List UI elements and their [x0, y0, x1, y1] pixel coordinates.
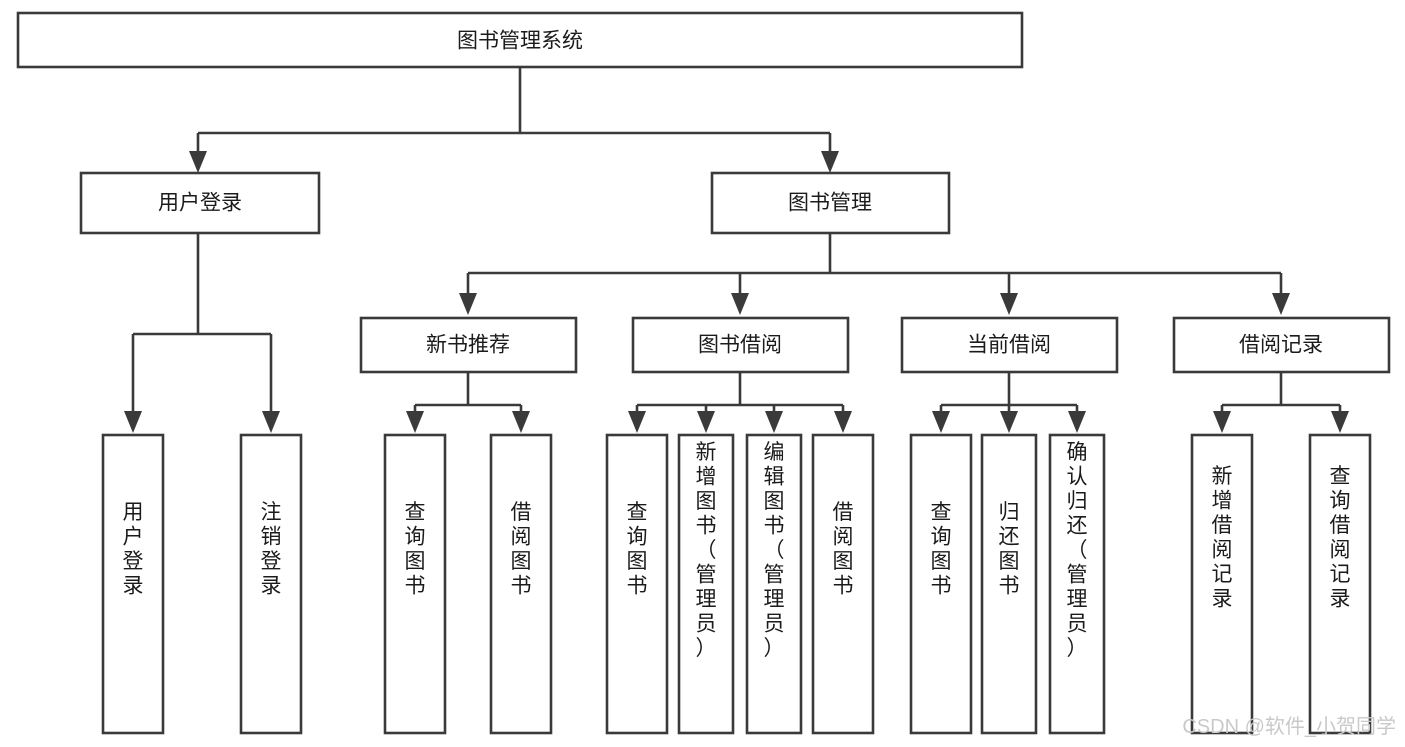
arrowhead-leaf-add-book — [697, 411, 715, 433]
leaf-user-login-label: 用户登录 — [123, 501, 144, 598]
leaf-borrow-book-2-label: 借阅图书 — [833, 501, 854, 598]
node-book-manage-box[interactable] — [710, 171, 951, 235]
leaf-node-add-book[interactable]: 新增图书（管理员） — [677, 433, 735, 735]
leaf-query-record-box[interactable] — [1308, 433, 1372, 735]
leaf-node-edit-book[interactable]: 编辑图书（管理员） — [745, 433, 803, 735]
leaf-add-record-label: 新增借阅记录 — [1212, 465, 1233, 611]
leaf-node-user-login[interactable]: 用户登录 — [101, 433, 165, 735]
leaf-borrow-book-1-box[interactable] — [489, 433, 553, 735]
node-book-borrow[interactable]: 图书借阅 — [631, 316, 850, 374]
leaf-node-query-book-3[interactable]: 查询图书 — [909, 433, 973, 735]
arrowhead-leaf-query-book-3 — [932, 411, 950, 433]
connector-layer — [124, 67, 1349, 433]
leaf-query-book-3-label: 查询图书 — [931, 501, 952, 598]
leaf-node-add-record[interactable]: 新增借阅记录 — [1190, 433, 1254, 735]
leaf-edit-book-label: 编辑图书（管理员） — [764, 441, 785, 660]
leaf-add-book-label: 新增图书（管理员） — [696, 441, 717, 660]
leaf-logout-box[interactable] — [239, 433, 303, 735]
arrowhead-new-book-recommend — [459, 293, 477, 315]
node-borrow-record-box[interactable] — [1172, 316, 1391, 374]
arrowhead-borrow-record — [1272, 293, 1290, 315]
leaf-node-borrow-book-1[interactable]: 借阅图书 — [489, 433, 553, 735]
leaf-query-book-1-label: 查询图书 — [405, 501, 426, 598]
node-user-login[interactable]: 用户登录 — [79, 171, 321, 235]
leaf-node-borrow-book-2[interactable]: 借阅图书 — [811, 433, 875, 735]
node-borrow-record[interactable]: 借阅记录 — [1172, 316, 1391, 374]
node-book-manage[interactable]: 图书管理 — [710, 171, 951, 235]
node-current-borrow[interactable]: 当前借阅 — [900, 316, 1119, 374]
leaf-query-book-1-box[interactable] — [383, 433, 447, 735]
arrowhead-leaf-query-book-2 — [628, 411, 646, 433]
leaf-confirm-return-box[interactable] — [1048, 433, 1106, 735]
arrowhead-book-manage — [821, 151, 839, 173]
arrowhead-leaf-return-book — [1000, 411, 1018, 433]
leaf-node-logout[interactable]: 注销登录 — [239, 433, 303, 735]
node-user-login-label: 用户登录 — [158, 192, 242, 215]
arrowhead-user-login — [189, 151, 207, 173]
arrowhead-leaf-query-record — [1331, 411, 1349, 433]
node-root-box[interactable] — [16, 11, 1024, 69]
arrowhead-leaf-borrow-book-2 — [834, 411, 852, 433]
node-new-book-recommend-label: 新书推荐 — [426, 334, 510, 357]
arrowhead-leaf-edit-book — [765, 411, 783, 433]
leaf-borrow-book-2-box[interactable] — [811, 433, 875, 735]
arrowhead-leaf-confirm-return — [1068, 411, 1086, 433]
arrowhead-leaf-borrow-book-1 — [512, 411, 530, 433]
node-root-label: 图书管理系统 — [457, 30, 583, 53]
node-book-borrow-label: 图书借阅 — [698, 334, 782, 357]
node-new-book-recommend[interactable]: 新书推荐 — [359, 316, 578, 374]
arrowhead-book-borrow — [731, 293, 749, 315]
leaf-query-book-2-label: 查询图书 — [627, 501, 648, 598]
watermark-text: CSDN @软件_小贺同学 — [1182, 715, 1396, 738]
node-current-borrow-box[interactable] — [900, 316, 1119, 374]
leaf-borrow-book-1-label: 借阅图书 — [511, 501, 532, 598]
leaf-query-record-label: 查询借阅记录 — [1330, 465, 1351, 611]
arrowhead-leaf-query-book-1 — [406, 411, 424, 433]
leaf-add-book-box[interactable] — [677, 433, 735, 735]
leaf-confirm-return-label: 确认归还（管理员） — [1067, 441, 1088, 660]
leaf-query-book-3-box[interactable] — [909, 433, 973, 735]
leaf-return-book-label: 归还图书 — [999, 501, 1020, 598]
node-borrow-record-label: 借阅记录 — [1239, 334, 1323, 357]
node-user-login-box[interactable] — [79, 171, 321, 235]
node-new-book-recommend-box[interactable] — [359, 316, 578, 374]
node-book-manage-label: 图书管理 — [788, 192, 872, 215]
leaf-user-login-box[interactable] — [101, 433, 165, 735]
arrowhead-current-borrow — [1000, 293, 1018, 315]
arrowhead-leaf-logout — [262, 411, 280, 433]
node-book-borrow-box[interactable] — [631, 316, 850, 374]
arrowhead-leaf-add-record — [1213, 411, 1231, 433]
leaf-node-return-book[interactable]: 归还图书 — [980, 433, 1038, 735]
leaf-add-record-box[interactable] — [1190, 433, 1254, 735]
arrowhead-leaf-user-login — [124, 411, 142, 433]
leaf-node-query-record[interactable]: 查询借阅记录 — [1308, 433, 1372, 735]
leaf-node-query-book-1[interactable]: 查询图书 — [383, 433, 447, 735]
leaf-query-book-2-box[interactable] — [605, 433, 669, 735]
node-root[interactable]: 图书管理系统 — [16, 11, 1024, 69]
leaf-logout-label: 注销登录 — [261, 501, 282, 598]
leaf-edit-book-box[interactable] — [745, 433, 803, 735]
leaf-return-book-box[interactable] — [980, 433, 1038, 735]
leaf-node-confirm-return[interactable]: 确认归还（管理员） — [1048, 433, 1106, 735]
node-current-borrow-label: 当前借阅 — [967, 334, 1051, 357]
leaf-node-query-book-2[interactable]: 查询图书 — [605, 433, 669, 735]
